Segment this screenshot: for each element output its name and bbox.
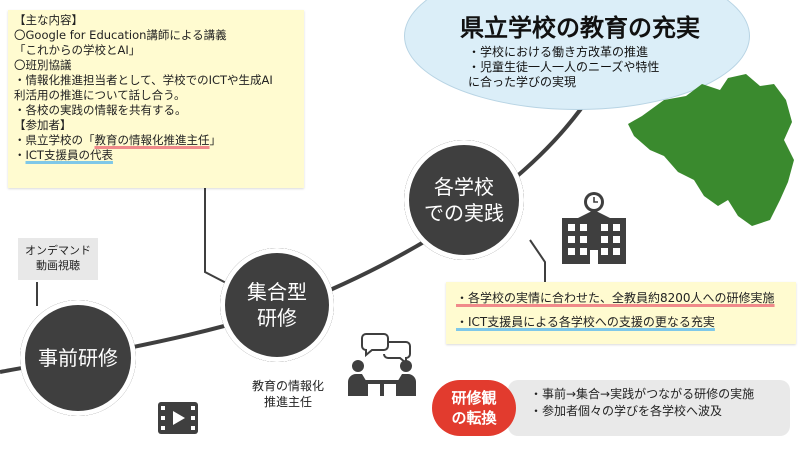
- content-line: 〇Google for Education講師による講義: [14, 28, 227, 42]
- content-summary-box: 【主な内容】 〇Google for Education講師による講義 「これか…: [8, 10, 304, 188]
- content-line: ・各校の実践の情報を共有する。: [14, 103, 187, 117]
- content-line: ・情報化推進担当者として、学校でのICTや生成AI: [14, 73, 273, 87]
- content-line: 〇班別協議: [14, 58, 72, 72]
- connector-school: [529, 239, 546, 284]
- content-line: 【参加者】: [14, 118, 72, 132]
- goal-item: に合った学びの実現: [468, 75, 577, 89]
- shift-item: ・参加者個々の学びを各学校へ波及: [530, 404, 723, 418]
- practice-summary-box: ・各学校の実情に合わせた、全教員約8200人への研修実施 ・ICT支援員による各…: [446, 282, 796, 344]
- video-icon: [158, 402, 198, 434]
- participant-highlight: 教育の情報化推進主任: [94, 133, 210, 147]
- participant-line: ・ICT支援員の代表: [14, 148, 113, 162]
- shift-item: ・事前→集合→実践がつながる研修の実施: [530, 387, 755, 401]
- participant-highlight: ICT支援員の代表: [25, 148, 113, 162]
- connector-group: [204, 188, 233, 287]
- practice-item: ・ICT支援員による各学校への支援の更なる充実: [456, 315, 715, 329]
- paradigm-shift-box: ・事前→集合→実践がつながる研修の実施 ・参加者個々の学びを各学校へ波及: [508, 380, 790, 436]
- group-participants-label: 教育の情報化 推進主任: [251, 379, 324, 409]
- stage-pre-training: 事前研修: [20, 300, 136, 416]
- participant-line: ・県立学校の「教育の情報化推進主任」: [14, 133, 221, 147]
- goal-item: ・学校における働き方改革の推進: [468, 45, 649, 59]
- content-line: 「これからの学校とAI」: [14, 43, 141, 57]
- school-building-icon: [562, 192, 626, 264]
- practice-item: ・各学校の実情に合わせた、全教員約8200人への研修実施: [456, 291, 775, 305]
- paradigm-shift-badge: 研修観 の転換: [432, 380, 516, 436]
- goal-title: 県立学校の教育の充実: [460, 14, 700, 42]
- content-line: 【主な内容】: [14, 13, 83, 27]
- stage-school-practice: 各学校 での実践: [404, 140, 524, 260]
- prefecture-map-icon: [628, 74, 794, 226]
- goal-items: ・学校における働き方改革の推進 ・児童生徒一人一人のニーズや特性 に合った学びの…: [468, 45, 708, 90]
- meeting-icon: [348, 333, 416, 396]
- goal-item: ・児童生徒一人一人のニーズや特性: [468, 60, 660, 74]
- ondemand-label: オンデマンド 動画視聴: [18, 238, 98, 280]
- stage-group-training: 集合型 研修: [220, 248, 334, 362]
- content-line: 利活用の推進について話し合う。: [14, 88, 186, 102]
